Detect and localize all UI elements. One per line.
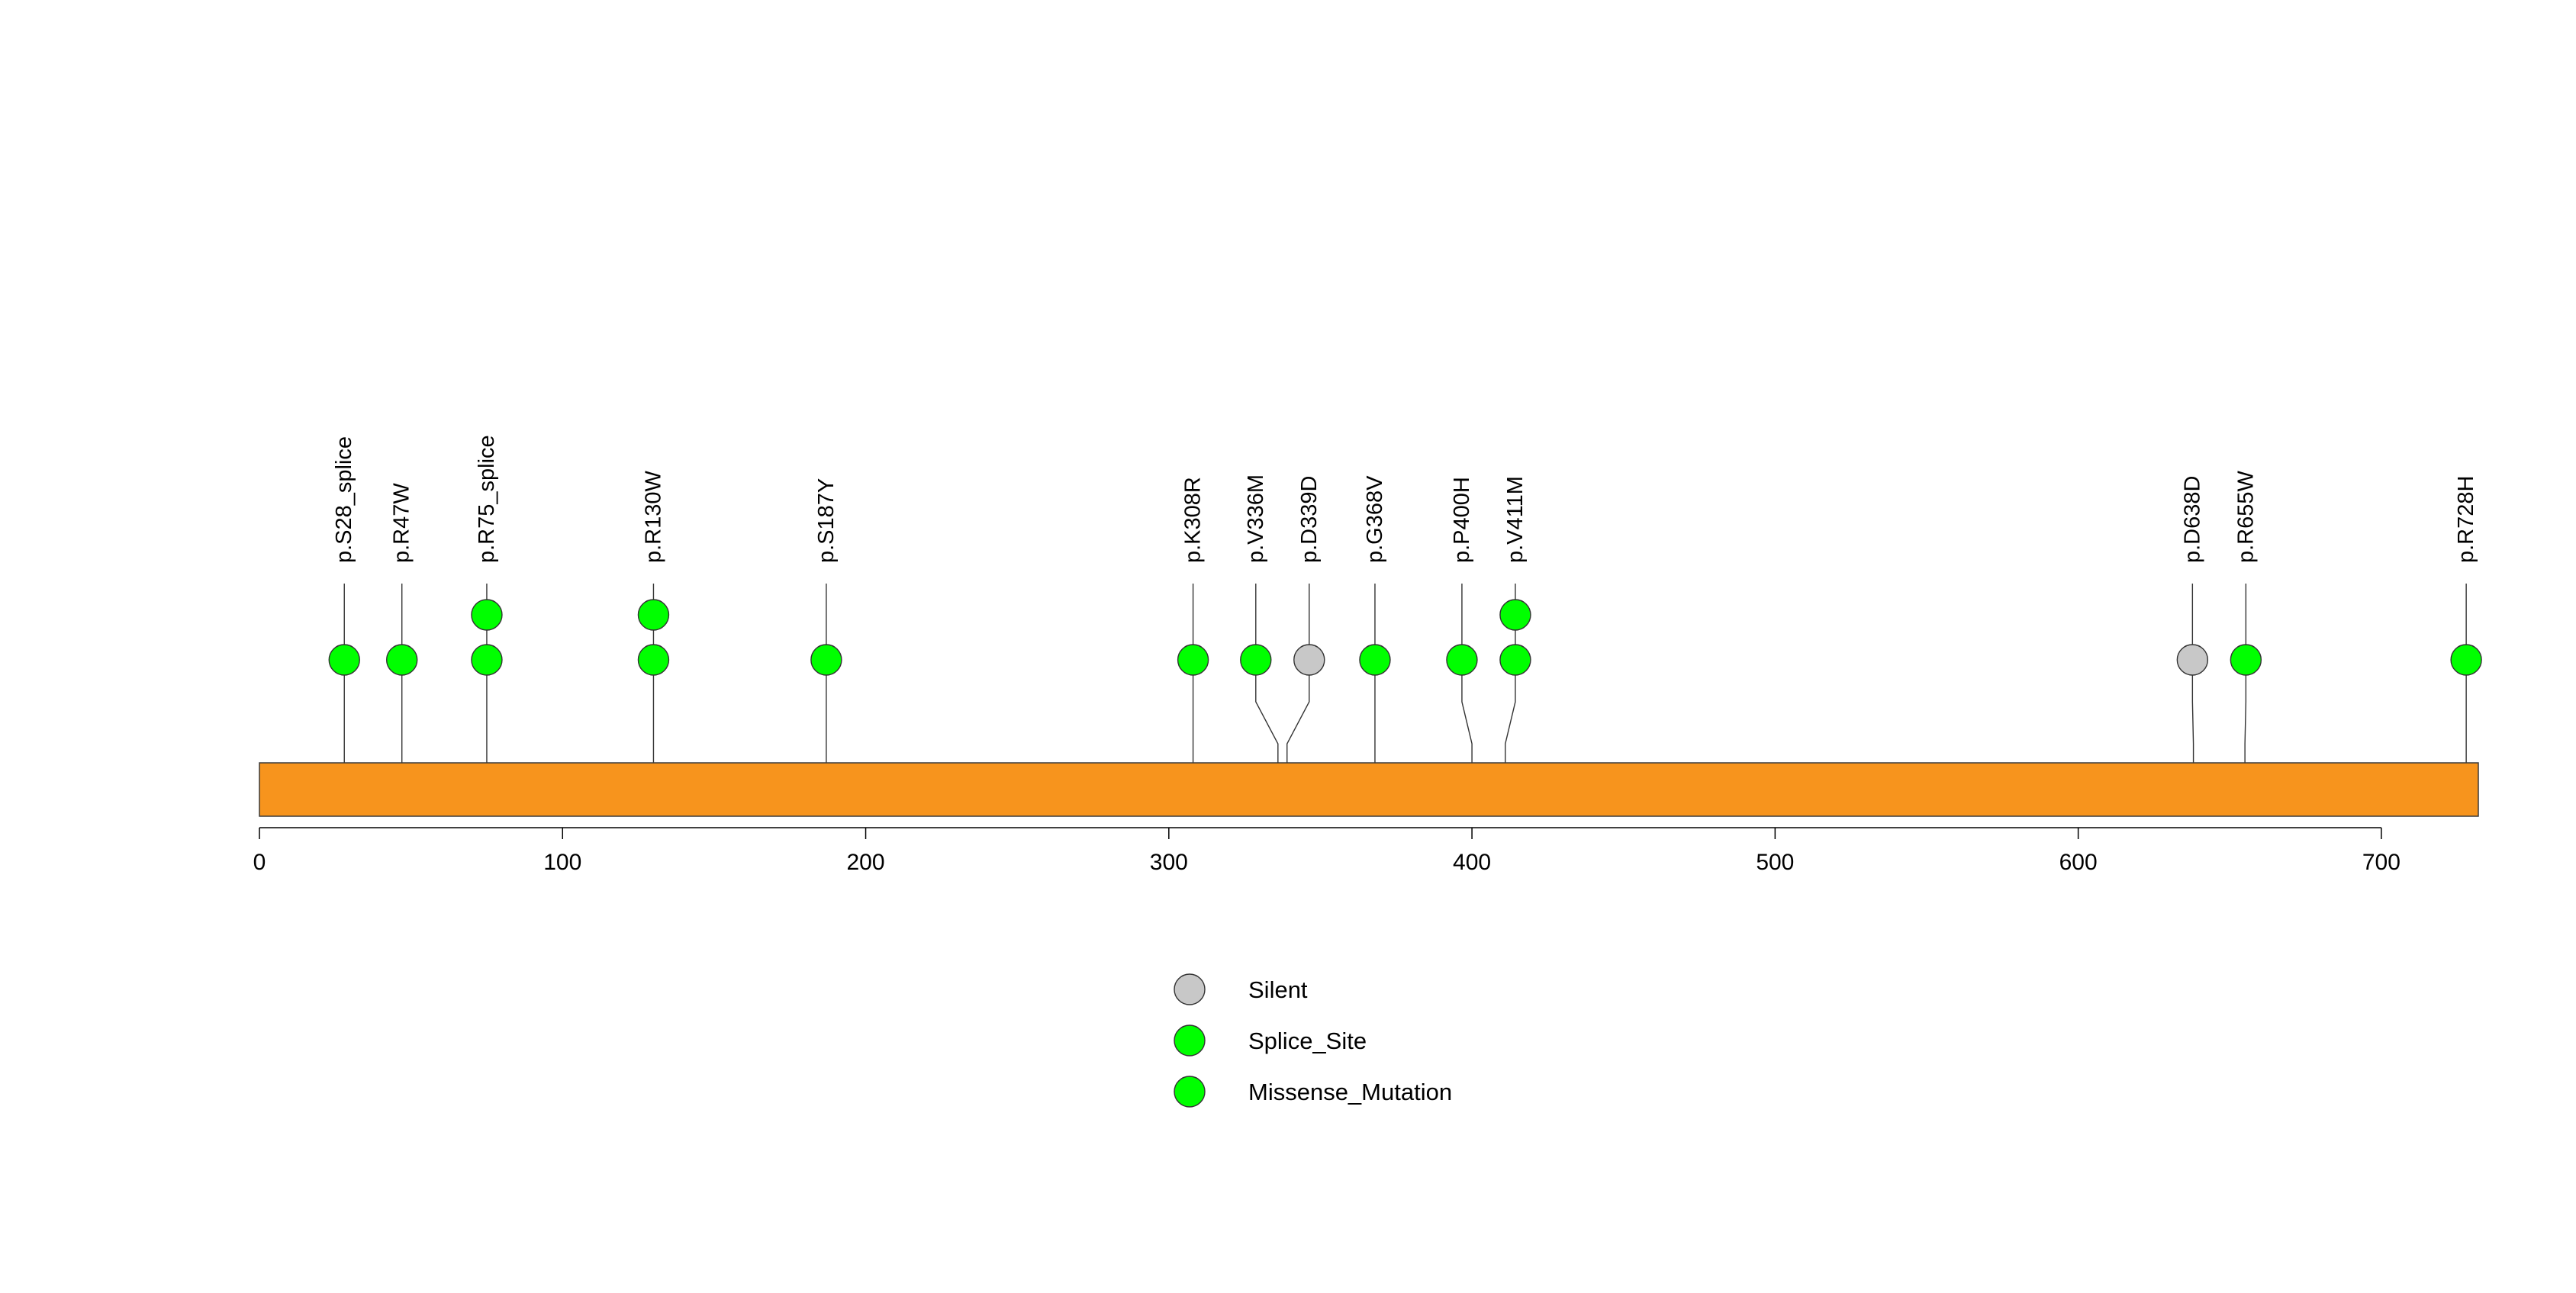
mutation-label: p.R728H	[2454, 476, 2478, 563]
lollipop-head	[1359, 644, 1391, 676]
lollipop-head	[1446, 644, 1478, 676]
mutation-label: p.P400H	[1450, 477, 1474, 563]
lollipop-head	[471, 599, 503, 631]
mutation-label: p.R655W	[2233, 470, 2258, 563]
mutation-label: p.R75_splice	[475, 435, 499, 563]
x-tick-label: 600	[2059, 850, 2098, 875]
lollipop-layer	[328, 599, 2482, 676]
legend-label: Splice_Site	[1248, 1028, 1367, 1054]
x-tick-label: 200	[847, 850, 885, 875]
lollipop-head	[1177, 644, 1209, 676]
lollipop-head	[2450, 644, 2482, 676]
mutation-label: p.S187Y	[814, 478, 839, 563]
x-axis: 0 100 200 300 400 500 600 700	[253, 827, 2401, 875]
lollipop-head	[1499, 599, 1531, 631]
lollipop-head	[637, 644, 670, 676]
mutation-label: p.K308R	[1181, 477, 1206, 563]
lollipop-head	[810, 644, 842, 676]
legend-label: Missense_Mutation	[1248, 1079, 1452, 1105]
mutation-label: p.G368V	[1363, 475, 1387, 563]
mutation-label: p.V411M	[1503, 476, 1528, 563]
legend-swatch	[1174, 973, 1206, 1005]
lollipop-head	[1499, 644, 1531, 676]
mutation-label-layer: p.S28_splice p.R47W p.R75_splice p.R130W p.S…	[332, 435, 2478, 563]
mutation-label: p.R47W	[390, 483, 414, 563]
x-tick-label: 400	[1453, 850, 1491, 875]
legend-swatch	[1174, 1024, 1206, 1057]
x-tick-label: 300	[1150, 850, 1188, 875]
x-tick-label: 700	[2362, 850, 2401, 875]
legend-swatch	[1174, 1076, 1206, 1108]
legend-label: Silent	[1248, 976, 1308, 1003]
lollipop-head	[1240, 644, 1272, 676]
x-tick-label: 0	[253, 850, 266, 875]
x-tick-label: 100	[543, 850, 581, 875]
lollipop-head	[386, 644, 418, 676]
lollipop-head	[637, 599, 670, 631]
protein-bar	[259, 762, 2479, 817]
mutation-label: p.S28_splice	[332, 436, 356, 563]
lollipop-head	[2176, 644, 2209, 676]
x-tick-label: 500	[1756, 850, 1794, 875]
mutation-label: p.D638D	[2180, 476, 2204, 563]
lollipop-head	[1293, 644, 1325, 676]
lollipop-head	[2230, 644, 2262, 676]
mutation-label: p.R130W	[641, 470, 665, 563]
mutation-label: p.V336M	[1244, 474, 1268, 563]
lollipop-head	[471, 644, 503, 676]
lollipop-head	[328, 644, 360, 676]
mutation-label: p.D339D	[1297, 476, 1322, 563]
